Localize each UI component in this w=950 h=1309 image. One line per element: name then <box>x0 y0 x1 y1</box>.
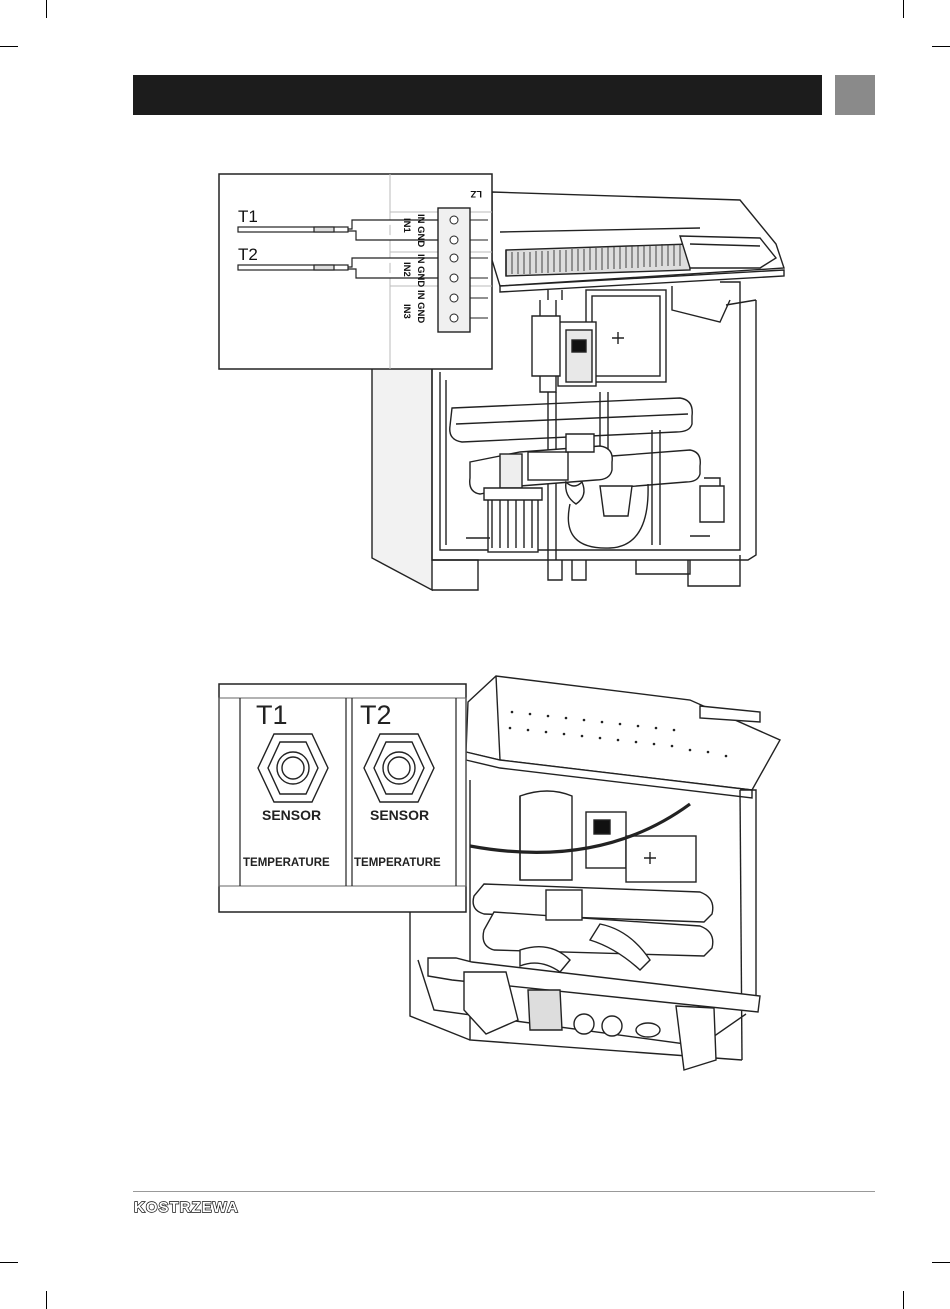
port-line2-t2: TEMPERATURE <box>354 857 441 869</box>
brand-logo: KOSTRZEWA <box>133 1197 257 1215</box>
crop-mark <box>0 1262 18 1263</box>
port-line2-t1: TEMPERATURE <box>243 857 330 869</box>
port-label-t1: T1 <box>256 700 288 730</box>
brand-logo-text: KOSTRZEWA <box>134 1199 239 1215</box>
port-line1-t2: SENSOR <box>370 807 429 823</box>
figure-sensor-cable-glands: T1 T2 SENSOR SENSOR TEMPERATURE TEMPERAT… <box>0 0 950 1100</box>
crop-mark <box>932 1262 950 1263</box>
crop-mark <box>903 1291 904 1309</box>
footer-rule <box>133 1191 875 1192</box>
port-label-t2: T2 <box>360 700 392 730</box>
port-line1-t1: SENSOR <box>262 807 321 823</box>
crop-mark <box>46 1291 47 1309</box>
